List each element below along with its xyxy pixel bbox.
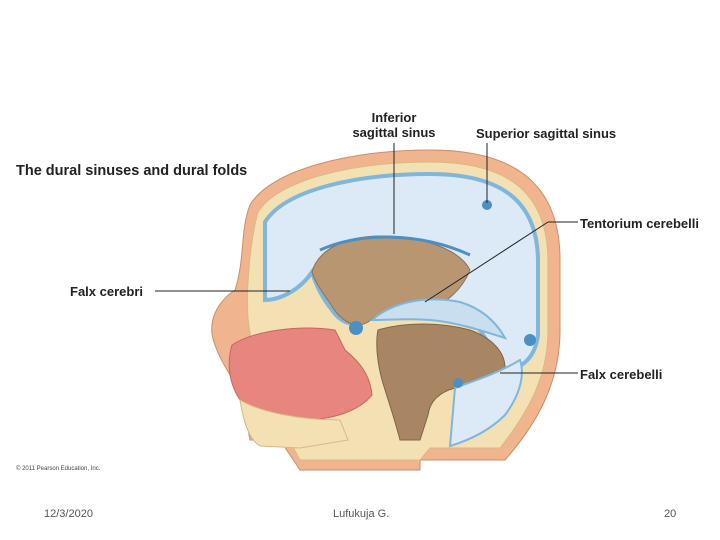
label-falx-cerebelli: Falx cerebelli (580, 367, 663, 382)
label-inferior-sagittal-sinus-line2: sagittal sinus (352, 125, 436, 140)
leader-tentorium-cerebelli-2 (424, 221, 549, 303)
footer-date: 12/3/2020 (44, 508, 93, 520)
label-falx-cerebri: Falx cerebri (70, 284, 143, 299)
sinus-mark-posterior (524, 334, 536, 346)
falx-cerebelli (448, 358, 523, 448)
sinus-mark-sella (349, 321, 363, 335)
superior-sagittal-sinus-mark (482, 200, 492, 210)
maxilla-bone (239, 399, 349, 449)
label-inferior-sagittal-sinus: Inferior sagittal sinus (340, 110, 448, 140)
copyright-note: © 2011 Pearson Education, Inc. (16, 466, 101, 472)
label-tentorium-cerebelli: Tentorium cerebelli (580, 216, 699, 231)
footer-page-number: 20 (664, 508, 677, 520)
diagram-title: The dural sinuses and dural folds (16, 163, 248, 179)
footer-author: Lufukuja G. (333, 508, 390, 520)
tentorium-cerebelli (369, 298, 508, 340)
sinus-mark-falx-cerebelli (453, 378, 463, 388)
label-inferior-sagittal-sinus-line1: Inferior (371, 110, 417, 125)
label-superior-sagittal-sinus: Superior sagittal sinus (476, 126, 617, 141)
inferior-sagittal-sinus-vessel (319, 235, 471, 257)
